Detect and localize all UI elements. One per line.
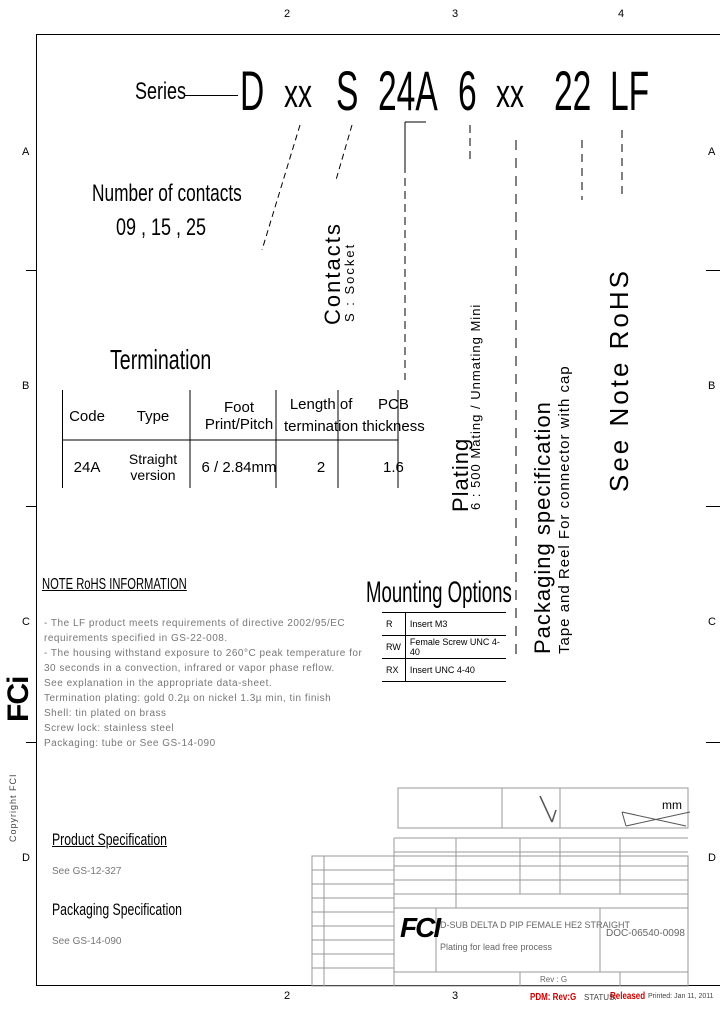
rohs-note-line: 30 seconds in a convection, infrared or … bbox=[44, 663, 335, 674]
grid-left-d: D bbox=[22, 852, 30, 864]
rohs-note-line: See explanation in the appropriate data-… bbox=[44, 678, 273, 689]
mounting-table: R Insert M3 RW Female Screw UNC 4-40 RX … bbox=[382, 612, 506, 682]
termination-header-pcb: PCB thickness bbox=[362, 396, 425, 435]
grid-left-c: C bbox=[22, 616, 30, 628]
grid-left-b: B bbox=[22, 380, 30, 392]
grid-tick bbox=[706, 742, 720, 743]
pn-segment-s: S bbox=[336, 59, 359, 122]
termination-cell-length: 2 bbox=[316, 458, 326, 476]
grid-right-b: B bbox=[708, 380, 716, 392]
grid-right-d: D bbox=[708, 852, 716, 864]
packaging-spec-ref: See GS-14-090 bbox=[52, 936, 122, 947]
rohs-note-title: NOTE RoHS INFORMATION bbox=[42, 576, 187, 593]
border-left bbox=[36, 34, 37, 986]
grid-top-3: 3 bbox=[452, 8, 459, 20]
print-date: Printed: Jan 11, 2011 bbox=[648, 993, 714, 1000]
mounting-code-rx: RX bbox=[382, 658, 406, 682]
product-spec-ref: See GS-12-327 bbox=[52, 866, 122, 877]
grid-top-2: 2 bbox=[284, 8, 291, 20]
rohs-note-line: Shell: tin plated on brass bbox=[44, 708, 167, 719]
termination-header-code: Code bbox=[69, 407, 105, 425]
termination-title: Termination bbox=[110, 344, 212, 375]
grid-left-a: A bbox=[22, 146, 30, 158]
title-description-2: Plating for lead free process bbox=[440, 942, 553, 952]
mounting-desc-rx: Insert UNC 4-40 bbox=[405, 658, 506, 682]
rohs-note-line: Screw lock: stainless steel bbox=[44, 723, 175, 734]
mounting-title: Mounting Options bbox=[366, 576, 512, 609]
rohs-note-line: - The LF product meets requirements of d… bbox=[44, 618, 346, 629]
termination-cell-pcb: 1.6 bbox=[383, 458, 404, 476]
mounting-desc-r: Insert M3 bbox=[405, 612, 506, 636]
rohs-note-line: requirements specified in GS-22-008. bbox=[44, 633, 228, 644]
pn-segment-24a: 24A bbox=[378, 59, 438, 122]
rohs-note-body: - The LF product meets requirements of d… bbox=[44, 616, 374, 751]
mounting-desc-rw: Female Screw UNC 4-40 bbox=[405, 635, 506, 659]
grid-tick bbox=[706, 270, 720, 271]
grid-top-4: 4 bbox=[618, 8, 625, 20]
status-value: Released bbox=[610, 991, 646, 1002]
pn-segment-lf: LF bbox=[610, 59, 650, 122]
termination-cell-type: Straight version bbox=[128, 451, 178, 483]
pdm-rev-label: PDM: Rev:G bbox=[530, 992, 577, 1003]
grid-right-c: C bbox=[708, 616, 716, 628]
mounting-code-rw: RW bbox=[382, 635, 406, 659]
grid-right-a: A bbox=[708, 146, 716, 158]
pn-segment-d: D bbox=[240, 59, 265, 122]
status-label: STATUS: bbox=[584, 993, 617, 1002]
unit-label: mm bbox=[662, 798, 682, 812]
contacts-count-values: 09 , 15 , 25 bbox=[116, 214, 207, 241]
fci-title-logo: FCI bbox=[400, 912, 441, 943]
pn-segment-xx2: xx bbox=[496, 72, 524, 116]
mounting-code-r: R bbox=[382, 612, 406, 636]
grid-tick bbox=[26, 742, 36, 743]
rohs-note-line: - The housing withstand exposure to 260°… bbox=[44, 648, 363, 659]
termination-cell-code: 24A bbox=[73, 458, 101, 476]
grid-tick bbox=[26, 506, 36, 507]
termination-left-border bbox=[62, 390, 63, 488]
doc-number: DOC-06540-0098 bbox=[606, 928, 685, 939]
title-description: D-SUB DELTA D PIP FEMALE HE2 STRAIGHT bbox=[440, 920, 631, 930]
termination-header-type: Type bbox=[136, 407, 170, 425]
termination-cell-footprint: 6 / 2.84mm bbox=[201, 458, 277, 476]
grid-tick bbox=[706, 506, 720, 507]
termination-table: Code Type Foot Print/Pitch Length of ter… bbox=[64, 390, 427, 492]
rohs-note-line: Termination plating: gold 0.2µ on nickel… bbox=[44, 693, 332, 704]
termination-header-footprint: Foot Print/Pitch bbox=[204, 399, 274, 433]
pn-segment-xx: xx bbox=[284, 72, 312, 116]
grid-bottom-3: 3 bbox=[452, 990, 459, 1002]
grid-tick bbox=[26, 270, 36, 271]
pn-segment-22: 22 bbox=[554, 59, 592, 122]
pn-segment-6: 6 bbox=[458, 59, 477, 122]
contacts-count-title: Number of contacts bbox=[92, 180, 242, 207]
rohs-note-line: Packaging: tube or See GS-14-090 bbox=[44, 738, 216, 749]
product-spec-title: Product Specification bbox=[52, 830, 167, 849]
termination-header-length: Length of termination bbox=[284, 396, 359, 435]
border-top bbox=[36, 34, 720, 35]
rev-status-line: Rev : G bbox=[540, 975, 568, 984]
series-leader-line bbox=[184, 95, 238, 96]
grid-bottom-2: 2 bbox=[284, 990, 291, 1002]
packaging-spec-title: Packaging Specification bbox=[52, 900, 182, 919]
series-label: Series bbox=[135, 78, 187, 105]
